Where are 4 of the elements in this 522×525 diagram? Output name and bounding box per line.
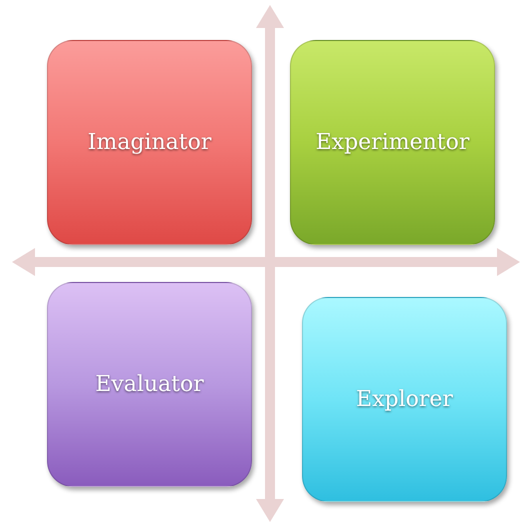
quadrant-card: Explorer — [302, 297, 507, 502]
quadrant-card: Imaginator — [47, 40, 252, 245]
quadrant-card: Evaluator — [47, 282, 252, 487]
quadrant-card: Experimentor — [290, 40, 495, 245]
